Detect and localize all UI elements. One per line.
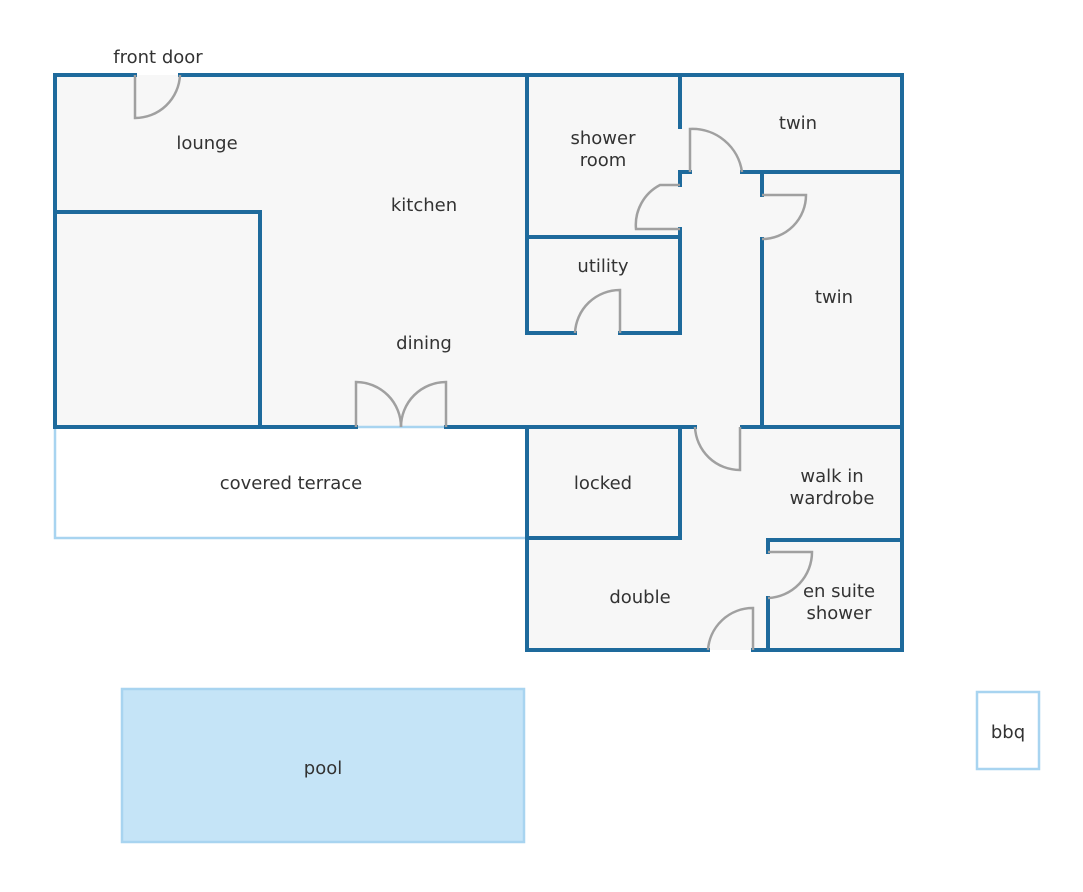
label-bbq: bbq — [991, 722, 1025, 743]
label-shower-room-line1: shower — [571, 128, 637, 149]
label-en-suite-line2: shower — [807, 603, 873, 624]
dining-door-right — [399, 380, 448, 428]
dining-door-left — [354, 380, 403, 428]
house-floor — [55, 75, 902, 650]
twin-top-door — [688, 127, 744, 173]
walls — [53, 73, 904, 652]
doors — [133, 74, 814, 651]
ensuite-door — [767, 550, 814, 600]
label-dining: dining — [396, 333, 452, 354]
label-twin-top: twin — [779, 113, 817, 134]
label-lounge: lounge — [176, 133, 237, 154]
label-walk-in-line2: wardrobe — [790, 488, 875, 509]
label-en-suite-line1: en suite — [803, 581, 875, 602]
bbq-area — [975, 690, 1041, 771]
front-door-swing — [133, 74, 182, 120]
label-locked: locked — [574, 473, 632, 494]
label-shower-room-line2: room — [580, 150, 627, 171]
wall-inner-room — [53, 210, 262, 429]
label-utility: utility — [577, 256, 629, 277]
walk-in-door — [693, 426, 742, 472]
label-double: double — [609, 587, 670, 608]
label-twin-right: twin — [815, 287, 853, 308]
shower-room-door — [634, 183, 680, 231]
double-door — [706, 606, 755, 651]
twin-right-door — [761, 193, 808, 241]
pool-area — [120, 687, 526, 844]
label-walk-in-line1: walk in — [800, 466, 863, 487]
label-pool: pool — [304, 758, 342, 779]
label-front-door: front door — [113, 47, 203, 68]
room-labels: front door lounge kitchen dining shower … — [113, 47, 1025, 779]
label-kitchen: kitchen — [391, 195, 457, 216]
label-covered-terrace: covered terrace — [220, 473, 362, 494]
utility-door — [573, 288, 622, 334]
